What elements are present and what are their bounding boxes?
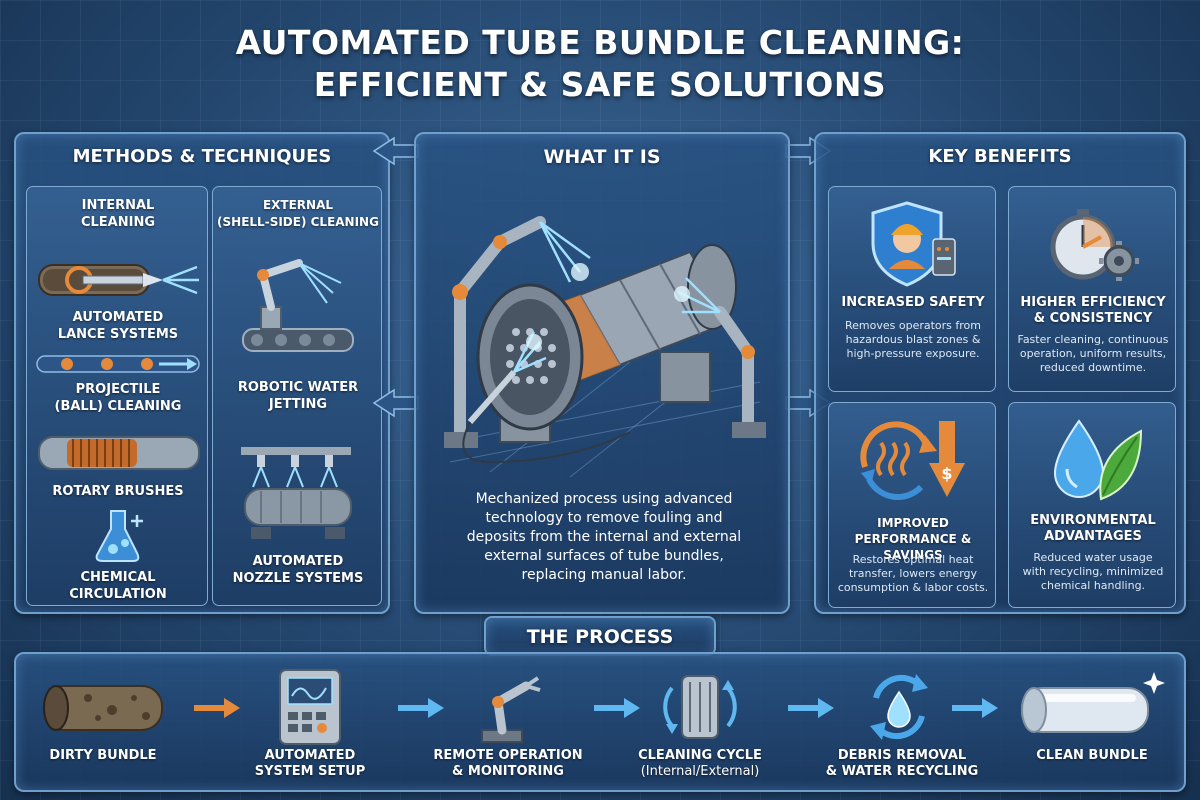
arrow-left-top [372, 136, 419, 166]
nozzle-systems-label: AUTOMATED NOZZLE SYSTEMS [232, 554, 364, 586]
key-benefits-panel: KEY BENEFITS INCREASED SAFETY Removes op… [814, 132, 1186, 614]
benefit-performance-title: IMPROVED PERFORMANCE & SAVINGS [854, 516, 972, 562]
robot-arm-icon [242, 259, 354, 352]
process-header: THE PROCESS [526, 626, 674, 648]
benefit-safety-title: INCREASED SAFETY [841, 295, 985, 310]
flask-icon [95, 510, 143, 562]
benefit-performance-desc: Restores optimal heat transfer, lowers e… [837, 553, 989, 594]
benefit-card-efficiency: HIGHER EFFICIENCY & CONSISTENCY Faster c… [1008, 186, 1176, 392]
filter-cycle-icon [663, 675, 737, 739]
process-arrow-3 [594, 698, 640, 718]
heat-savings-icon: $ [860, 421, 965, 500]
safety-shield-icon [871, 201, 956, 287]
stopwatch-gear-icon [1050, 209, 1139, 281]
benefit-efficiency-desc: Faster cleaning, continuous operation, u… [1017, 333, 1169, 374]
process-arrow-2 [398, 698, 444, 718]
process-step-cleaning-cycle: CLEANING CYCLE (Internal/External) [638, 748, 762, 779]
chemical-circulation-label: CHEMICAL CIRCULATION [69, 570, 167, 602]
svg-text:$: $ [941, 464, 952, 483]
control-panel-icon [279, 669, 341, 745]
robot-arm-icon [481, 676, 541, 743]
internal-cleaning-header: INTERNAL CLEANING [80, 198, 156, 230]
benefit-environmental-title: ENVIRONMENTAL ADVANTAGES [1030, 513, 1156, 544]
benefit-safety-desc: Removes operators from hazardous blast z… [844, 319, 981, 360]
benefit-card-performance: $ IMPROVED PERFORMANCE & SAVINGS Restore… [828, 402, 996, 608]
recycle-water-icon [870, 674, 928, 740]
internal-cleaning-panel: INTERNAL CLEANING AUTOMATED LANCE SYSTEM… [26, 186, 208, 606]
process-header-tab: THE PROCESS [484, 616, 716, 656]
methods-header: METHODS & TECHNIQUES [72, 146, 332, 167]
external-cleaning-header: EXTERNAL (SHELL-SIDE) CLEANING [217, 198, 379, 229]
process-panel: DIRTY BUNDLE AUTOMATED SYSTEM SETUP REMO… [14, 652, 1186, 792]
nozzle-icon [241, 447, 352, 539]
water-leaf-icon [1053, 419, 1143, 501]
lance-systems-label: AUTOMATED LANCE SYSTEMS [57, 310, 179, 342]
process-step-clean-bundle: CLEAN BUNDLE [1036, 748, 1148, 763]
arrow-left-bottom [372, 388, 419, 418]
what-it-is-panel: WHAT IT IS [414, 132, 790, 614]
what-it-is-header: WHAT IT IS [543, 146, 661, 168]
process-step-system-setup: AUTOMATED SYSTEM SETUP [254, 748, 366, 779]
projectile-icon [36, 355, 200, 373]
external-cleaning-panel: EXTERNAL (SHELL-SIDE) CLEANING ROBOTIC W… [212, 186, 382, 606]
key-benefits-header: KEY BENEFITS [928, 146, 1072, 167]
process-step-debris-removal: DEBRIS REMOVAL & WATER RECYCLING [825, 748, 979, 779]
brush-icon [38, 436, 200, 470]
process-step-remote-operation: REMOTE OPERATION & MONITORING [433, 748, 583, 779]
benefit-efficiency-title: HIGHER EFFICIENCY & CONSISTENCY [1020, 295, 1166, 326]
benefit-environmental-desc: Reduced water usage with recycling, mini… [1022, 551, 1164, 592]
projectile-cleaning-label: PROJECTILE (BALL) CLEANING [54, 382, 182, 414]
robotic-water-jetting-label: ROBOTIC WATER JETTING [237, 380, 359, 412]
rotary-brushes-label: ROTARY BRUSHES [52, 484, 184, 499]
heat-exchanger-illustration [444, 216, 766, 478]
clean-pipe-icon [1021, 672, 1165, 733]
what-it-is-description: Mechanized process using advanced techno… [466, 491, 742, 583]
dirty-pipe-icon [43, 685, 163, 731]
page-title: AUTOMATED TUBE BUNDLE CLEANING: EFFICIEN… [235, 23, 965, 104]
process-arrow-1 [194, 698, 240, 718]
process-arrow-5 [952, 698, 998, 718]
process-step-dirty-bundle: DIRTY BUNDLE [49, 748, 157, 763]
methods-panel: METHODS & TECHNIQUES INTERNAL CLEANING A… [14, 132, 390, 614]
benefit-card-safety: INCREASED SAFETY Removes operators from … [828, 186, 996, 392]
process-arrow-4 [788, 698, 834, 718]
lance-icon [38, 264, 199, 296]
benefit-card-environmental: ENVIRONMENTAL ADVANTAGES Reduced water u… [1008, 402, 1176, 608]
